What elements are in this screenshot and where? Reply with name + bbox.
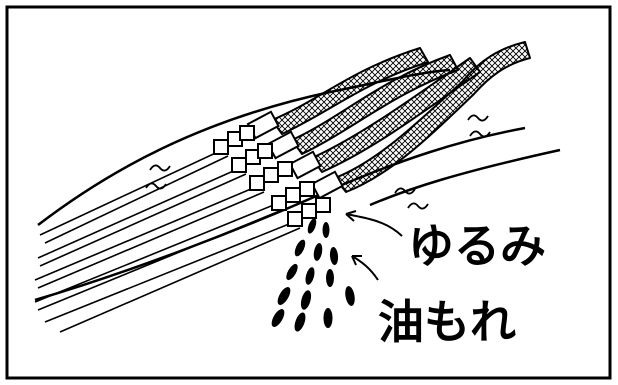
couplers — [213, 125, 331, 227]
leak-arrow — [351, 255, 379, 281]
oil-leak-label: 油もれ — [378, 295, 516, 349]
braided-hoses — [271, 41, 531, 193]
hose-fittings — [246, 110, 344, 200]
loose-label: ゆるみ — [408, 219, 546, 273]
hose-4 — [334, 41, 531, 193]
metal-pipes — [34, 149, 301, 333]
loose-arrow — [345, 213, 403, 237]
callout-arrows — [345, 210, 403, 281]
hose-1 — [271, 47, 429, 135]
oil-droplets — [271, 218, 355, 332]
